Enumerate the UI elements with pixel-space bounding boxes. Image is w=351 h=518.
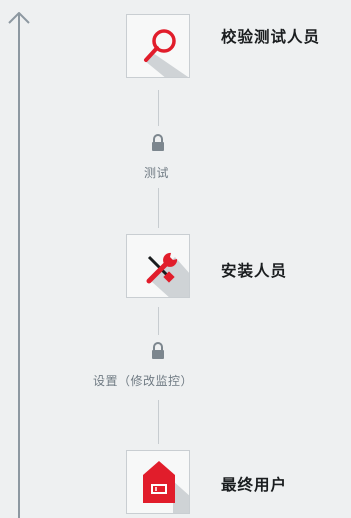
role-card-tester	[126, 14, 190, 78]
tools-icon	[146, 252, 189, 297]
house-icon	[143, 461, 189, 513]
connector-line	[158, 400, 159, 444]
role-card-end-user	[126, 450, 190, 514]
permission-label-settings: 设置（修改监控）	[93, 374, 194, 388]
role-label-tester: 校验测试人员	[221, 28, 321, 46]
role-label-installer: 安装人员	[221, 262, 288, 280]
role-label-end-user: 最终用户	[221, 476, 288, 494]
role-card-installer	[126, 234, 190, 298]
arrow-up-icon	[8, 12, 30, 24]
connector-line	[158, 90, 159, 126]
connector-line	[158, 307, 159, 335]
connector-line	[158, 188, 159, 228]
hierarchy-axis-line	[18, 14, 20, 518]
search-icon	[144, 29, 189, 77]
lock-icon	[152, 342, 164, 359]
lock-icon	[152, 134, 164, 151]
permission-label-test: 测试	[144, 166, 170, 180]
